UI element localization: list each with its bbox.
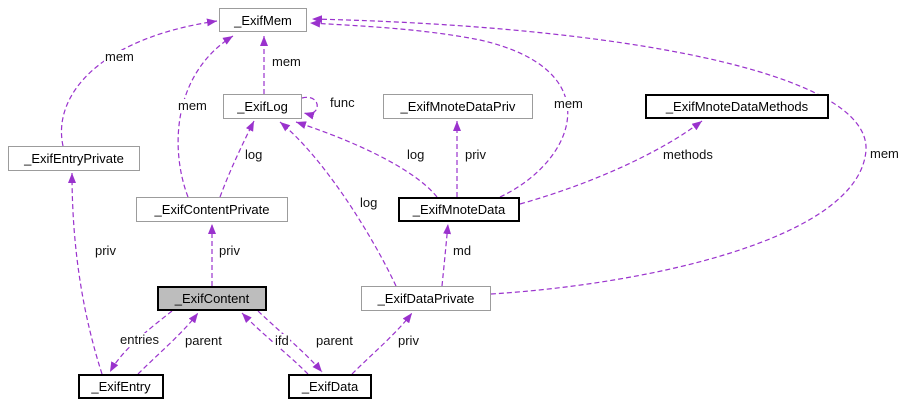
edge-label-mem: mem [271, 54, 302, 69]
edge-data-priv [351, 312, 413, 375]
edge-label-priv: priv [218, 243, 241, 258]
edge-entry-parent [137, 312, 199, 375]
node-exif-mem[interactable]: _ExifMem [219, 8, 307, 32]
node-exif-data[interactable]: _ExifData [288, 374, 372, 399]
edge-label-mem: mem [869, 146, 900, 161]
node-exif-mnote-data-priv[interactable]: _ExifMnoteDataPriv [383, 94, 533, 119]
edge-label-log: log [406, 147, 426, 162]
edge-mnotedata-methods [519, 120, 703, 205]
edge-content-entries [109, 310, 173, 373]
edge-mnotedata-log [295, 121, 438, 198]
edge-contentprivate-log [219, 120, 255, 198]
edge-dataprivate-md [441, 223, 452, 287]
edge-label-func: func [329, 95, 356, 110]
node-exif-log[interactable]: _ExifLog [223, 94, 302, 119]
edge-mnotedata-mem [309, 19, 569, 198]
edge-label-md: md [452, 243, 473, 258]
edge-label-mem: mem [177, 98, 208, 113]
edge-content-parent [257, 310, 323, 373]
node-exif-content-private[interactable]: _ExifContentPrivate [136, 197, 288, 222]
edge-label-methods: methods [662, 147, 714, 162]
edge-label-log: log [359, 195, 379, 210]
node-exif-entry[interactable]: _ExifEntry [78, 374, 164, 399]
edge-label-entries: entries [119, 332, 161, 347]
edge-label-parent: parent [315, 333, 354, 348]
edge-label-mem: mem [553, 96, 584, 111]
edge-contentprivate-mem [177, 35, 234, 198]
node-exif-data-private[interactable]: _ExifDataPrivate [361, 286, 491, 311]
edge-label-parent: parent [184, 333, 223, 348]
edge-label-priv: priv [464, 147, 487, 162]
edge-entryprivate-mem [61, 18, 218, 147]
node-exif-mnote-data[interactable]: _ExifMnoteData [398, 197, 520, 222]
node-exif-mnote-data-methods[interactable]: _ExifMnoteDataMethods [645, 94, 829, 119]
edge-log-func-selfloop [301, 96, 318, 120]
edge-entry-priv [68, 172, 103, 375]
edge-label-mem: mem [104, 49, 135, 64]
edge-label-priv: priv [94, 243, 117, 258]
edge-label-priv: priv [397, 333, 420, 348]
edge-label-ifd: ifd [274, 333, 290, 348]
node-exif-entry-private[interactable]: _ExifEntryPrivate [8, 146, 140, 171]
edge-dataprivate-mem [311, 15, 867, 295]
node-exif-content[interactable]: _ExifContent [157, 286, 267, 311]
edge-label-log: log [244, 147, 264, 162]
edge-dataprivate-log [279, 121, 397, 287]
